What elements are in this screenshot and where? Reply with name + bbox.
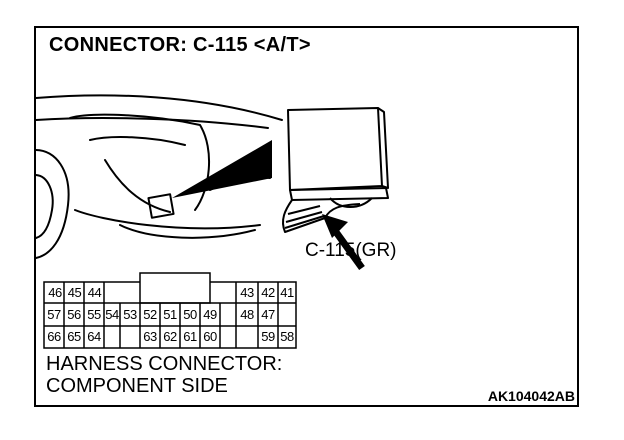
dashboard-outline: [35, 94, 283, 121]
pin-59: 59: [261, 329, 275, 344]
lower-dash: [74, 209, 261, 230]
pin-64: 64: [87, 329, 101, 344]
pin-62: 62: [163, 329, 177, 344]
connector-key: [139, 272, 211, 304]
dash-connector: [147, 193, 175, 219]
connector-callout: C-115(GR): [305, 240, 397, 261]
pin-50: 50: [183, 307, 197, 322]
pin-51: 51: [163, 307, 177, 322]
control-unit: [287, 107, 383, 191]
connector-dividers: [63, 282, 279, 348]
pin-49: 49: [203, 307, 217, 322]
pin-55: 55: [87, 307, 101, 322]
pin-58: 58: [280, 329, 294, 344]
pin-56: 56: [67, 307, 81, 322]
pin-44: 44: [87, 285, 102, 300]
dashboard-upper: [35, 117, 269, 129]
pin-53: 53: [123, 307, 137, 322]
diagram-title: CONNECTOR: C-115 <A/T>: [49, 34, 311, 56]
pin-41: 41: [280, 285, 294, 300]
pin-43: 43: [240, 285, 254, 300]
pin-57: 57: [47, 307, 61, 322]
pin-52: 52: [143, 307, 157, 322]
pin-61: 61: [183, 329, 197, 344]
pin-48: 48: [240, 307, 254, 322]
steering-wheel: [35, 149, 70, 259]
pin-42: 42: [261, 285, 275, 300]
instrument-cluster: [69, 113, 211, 211]
pin-45: 45: [67, 285, 82, 300]
pin-47: 47: [261, 307, 275, 322]
pointer-arrow: [322, 214, 365, 271]
pin-60: 60: [203, 329, 217, 344]
zoom-wedge: [172, 140, 272, 198]
pin-63: 63: [143, 329, 157, 344]
pin-66: 66: [47, 329, 61, 344]
pin-54: 54: [105, 307, 119, 322]
pin-65: 65: [67, 329, 81, 344]
pin-46: 46: [48, 285, 62, 300]
